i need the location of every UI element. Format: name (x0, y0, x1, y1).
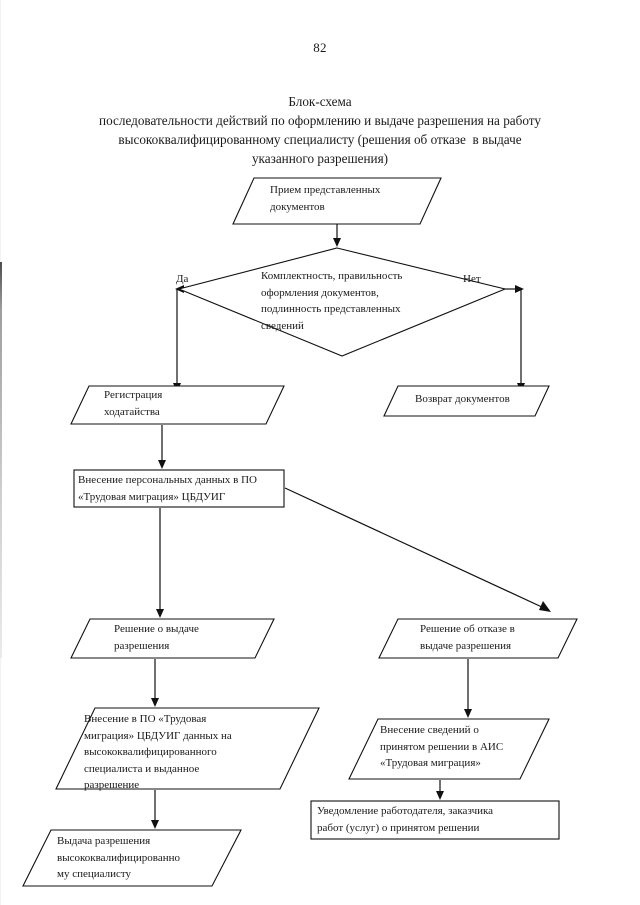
node-register-petition[interactable]: Регистрация ходатайства (70, 385, 285, 425)
scan-artifact-edge (0, 262, 2, 658)
title-line-2: последовательности действий по оформлени… (99, 113, 541, 128)
node-refusal-decision[interactable]: Решение об отказе в выдаче разрешения (378, 618, 578, 659)
arrowhead-intake-to-decision (333, 238, 341, 247)
node-issue-permit-label: Выдача разрешения высококвалифицированно… (57, 835, 180, 880)
parallelogram-shape (55, 707, 320, 790)
arrowhead-entry-to-refusal-decision (539, 601, 551, 612)
parallelogram-shape (232, 177, 442, 225)
arrowhead-registration-to-entry (158, 460, 166, 469)
page-number: 82 (313, 40, 327, 55)
node-notify-employer-label: Уведомление работодателя, заказчика рабо… (317, 805, 494, 834)
parallelogram-shape (378, 618, 578, 659)
arrowhead-entry-to-grant-decision (156, 609, 164, 618)
arrowhead-decision-no (515, 285, 524, 293)
arrowhead-grant-decision-to-record (151, 698, 159, 707)
title-line-4: указанного разрешения) (251, 151, 389, 166)
arrowhead-ais-to-notification (436, 791, 444, 800)
branch-label-no: Нет (463, 273, 481, 285)
node-record-specialist-data[interactable]: Внесение в ПО «Трудовая миграция» ЦБДУИГ… (55, 707, 320, 791)
node-register-petition-label: Регистрация ходатайства (104, 389, 163, 418)
edge-entry-to-refusal-decision (284, 487, 545, 609)
parallelogram-shape (70, 618, 275, 659)
node-enter-personal-data-label: Внесение персональных данных в ПО «Трудо… (78, 474, 257, 503)
page-title: Блок-схема последовательности действий п… (40, 92, 600, 168)
rectangle-shape (310, 800, 560, 840)
node-return-documents-label: Возврат документов (415, 393, 510, 405)
node-return-documents[interactable]: Возврат документов (383, 385, 550, 417)
arrowhead-refusal-decision-to-ais (464, 709, 472, 718)
node-record-specialist-data-label: Внесение в ПО «Трудовая миграция» ЦБДУИГ… (84, 713, 232, 791)
node-intake-documents[interactable]: Прием представленных документов (232, 177, 442, 225)
parallelogram-shape (383, 385, 550, 417)
node-intake-documents-label: Прием представленных документов (270, 184, 381, 213)
node-record-decision-ais[interactable]: Внесение сведений о принятом решении в А… (348, 718, 550, 780)
parallelogram-shape (22, 829, 242, 887)
node-grant-decision[interactable]: Решение о выдаче разрешения (70, 618, 275, 659)
diamond-shape (177, 247, 507, 357)
node-grant-decision-label: Решение о выдаче разрешения (114, 623, 199, 652)
title-line-1: Блок-схема (288, 94, 352, 109)
node-decision-completeness-label: Комплектность, правильность оформления д… (261, 270, 403, 332)
branch-label-yes: Да (176, 273, 189, 285)
arrowhead-record-to-issue (151, 820, 159, 829)
node-enter-personal-data[interactable]: Внесение персональных данных в ПО «Трудо… (73, 469, 285, 508)
parallelogram-shape (70, 385, 285, 425)
node-notify-employer[interactable]: Уведомление работодателя, заказчика рабо… (310, 800, 560, 840)
node-record-decision-ais-label: Внесение сведений о принятом решении в А… (380, 724, 504, 769)
rectangle-shape (73, 469, 285, 508)
node-issue-permit[interactable]: Выдача разрешения высококвалифицированно… (22, 829, 242, 887)
title-line-3: высококвалифицированному специалисту (ре… (118, 132, 522, 147)
node-refusal-decision-label: Решение об отказе в выдаче разрешения (420, 623, 515, 652)
parallelogram-shape (348, 718, 550, 780)
node-decision-completeness[interactable]: Комплектность, правильность оформления д… (177, 247, 507, 357)
